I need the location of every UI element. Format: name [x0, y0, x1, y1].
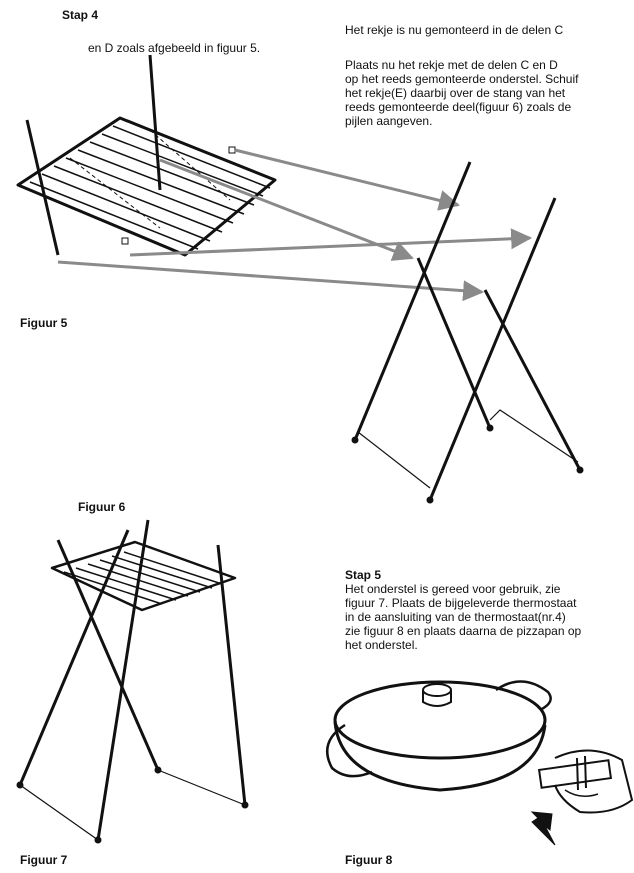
figure-6-caption: Figuur 6: [78, 500, 126, 514]
step-5-line: Het onderstel is gereed voor gebruik, zi…: [345, 582, 561, 596]
step-4-text: en D zoals afgebeeld in figuur 5.: [88, 41, 261, 55]
step-5-line: het onderstel.: [345, 638, 418, 652]
instruction-line: reeds gemonteerde deel(figuur 6) zoals d…: [345, 100, 572, 114]
figure-5-base-frame: [351, 161, 584, 504]
figure-5-rack: [16, 54, 277, 257]
figure-8-pizza-pan: [326, 680, 634, 846]
figure-5-arrows: [57, 148, 533, 302]
step-4-heading: Stap 4: [62, 8, 99, 22]
rack-bars: [29, 125, 271, 250]
step-5-line: zie figuur 8 en plaats daarna de pizzapa…: [345, 624, 582, 638]
figure-7-caption: Figuur 7: [20, 853, 68, 867]
figure-8-caption: Figuur 8: [345, 853, 393, 867]
figure-7-stand: [16, 519, 249, 844]
step-5-line: in de aansluiting van de thermostaat(nr.…: [345, 610, 566, 624]
step-5-heading: Stap 5: [345, 568, 382, 582]
instruction-line: op het reeds gemonteerde onderstel. Schu…: [345, 72, 579, 86]
rack-assembled-note: Het rekje is nu gemonteerd in de delen C: [345, 23, 564, 37]
instruction-line: pijlen aangeven.: [345, 114, 433, 128]
step-5-line: figuur 7. Plaats de bijgeleverde thermos…: [345, 596, 577, 610]
figure-5-caption: Figuur 5: [20, 316, 68, 330]
instruction-line: het rekje(E) daarbij over de stang van h…: [345, 86, 566, 100]
instruction-line: Plaats nu het rekje met de delen C en D: [345, 58, 558, 72]
